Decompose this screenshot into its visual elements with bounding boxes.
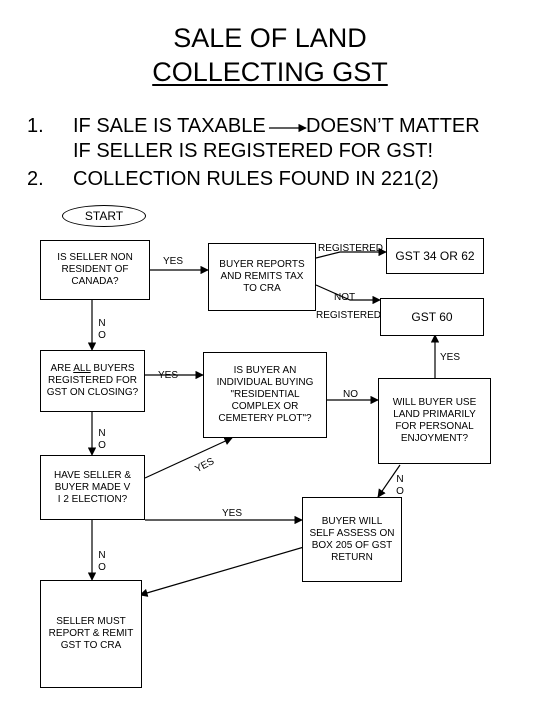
rule-1-text-c: IF SELLER IS REGISTERED FOR GST! — [73, 140, 434, 162]
label-no-1b: O — [98, 330, 106, 341]
rule-number-1: 1. — [27, 115, 44, 137]
label-not-registered: REGISTERED — [316, 310, 382, 321]
label-no-1a: N — [98, 318, 106, 329]
label-no-right-b: O — [396, 486, 404, 497]
all-buyers-registered-label: ARE ALL BUYERS REGISTERED FOR GST ON CLO… — [46, 363, 139, 398]
seller-nonresident-box: IS SELLER NON RESIDENT OF CANADA? — [40, 240, 150, 300]
page-title: SALE OF LAND — [173, 23, 367, 53]
label-yes-2: YES — [158, 370, 179, 381]
edge-yes-diag — [144, 437, 233, 479]
label-yes-right: YES — [440, 352, 461, 363]
label-no-3b: O — [98, 562, 106, 573]
residential-complex-box: IS BUYER AN INDIVIDUAL BUYING "RESIDENTI… — [203, 352, 327, 438]
election-box: HAVE SELLER & BUYER MADE V I 2 ELECTION? — [40, 455, 145, 520]
label-no-2a: N — [98, 428, 106, 439]
label-no-mid: NO — [343, 389, 358, 400]
rule-number-2: 2. — [27, 168, 44, 190]
rule-2-text: COLLECTION RULES FOUND IN 221(2) — [73, 168, 439, 190]
label-no-right-a: N — [396, 474, 404, 485]
buyer-reports-box: BUYER REPORTS AND REMITS TAX TO CRA — [208, 243, 316, 311]
edge-registered — [315, 247, 387, 259]
all-buyers-registered-box: ARE ALL BUYERS REGISTERED FOR GST ON CLO… — [40, 350, 145, 412]
edge-no-right — [377, 464, 401, 498]
seller-report-box: SELLER MUST REPORT & REMIT GST TO CRA — [40, 580, 142, 688]
gst34-box: GST 34 OR 62 — [386, 238, 484, 274]
label-registered: REGISTERED — [318, 243, 384, 254]
label-not: NOT — [334, 292, 356, 303]
label-yes-1: YES — [163, 256, 184, 267]
page-subtitle: COLLECTING GST — [152, 57, 388, 87]
start-node: START — [62, 205, 146, 227]
self-assess-box: BUYER WILL SELF ASSESS ON BOX 205 OF GST… — [302, 497, 402, 582]
edge-not-registered — [315, 284, 381, 305]
personal-enjoyment-box: WILL BUYER USE LAND PRIMARILY FOR PERSON… — [378, 378, 491, 464]
gst60-box: GST 60 — [380, 298, 484, 336]
label-no-3a: N — [98, 550, 106, 561]
label-yes-bottom: YES — [222, 508, 243, 519]
rule-1-text-b: DOESN’T MATTER — [306, 115, 480, 137]
rule-1-text-a: IF SALE IS TAXABLE — [73, 115, 266, 137]
label-no-2b: O — [98, 440, 106, 451]
